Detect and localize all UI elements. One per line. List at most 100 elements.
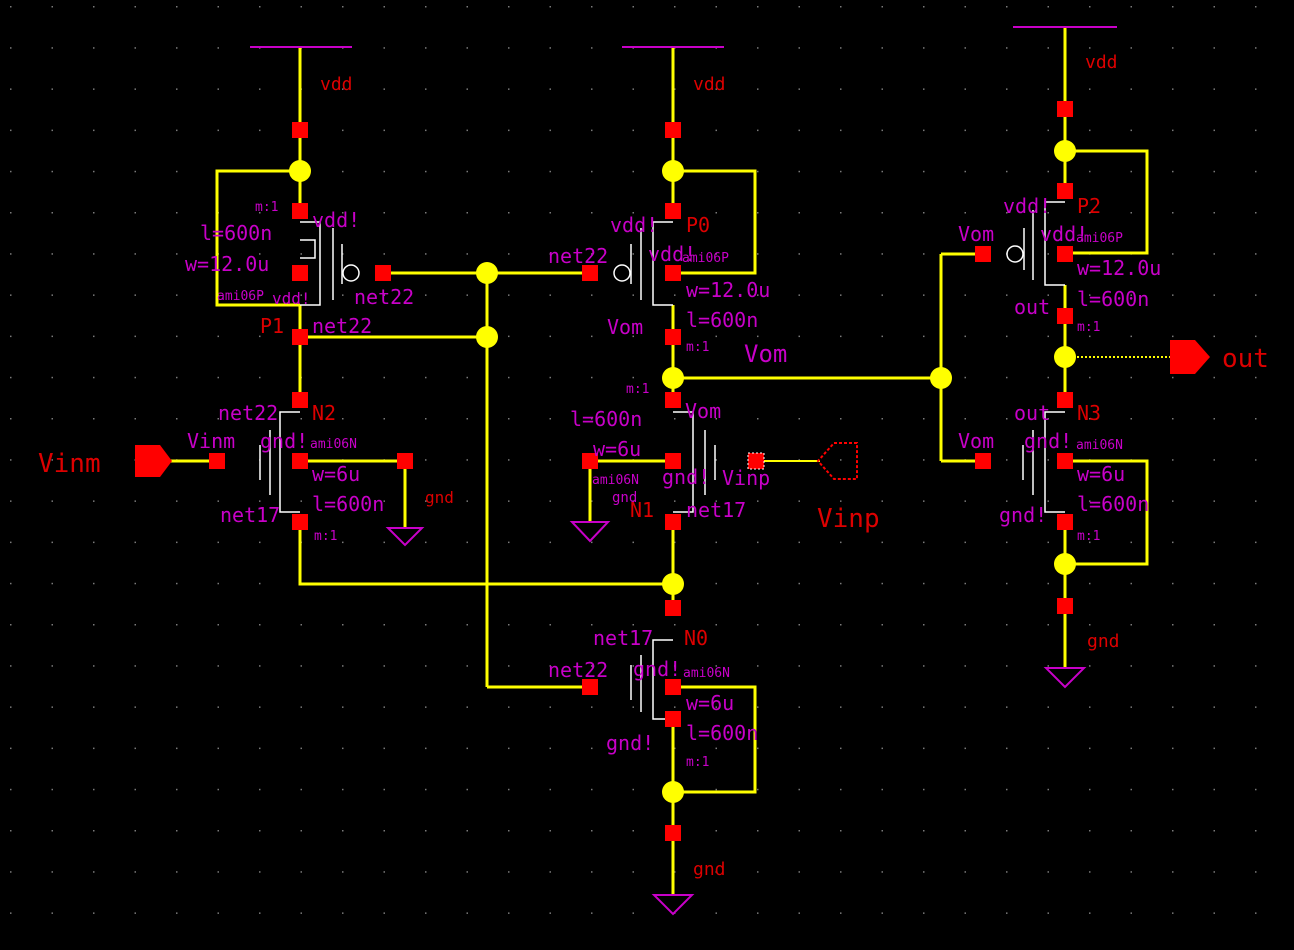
- pin-square[interactable]: [665, 514, 681, 530]
- pin-square[interactable]: [665, 679, 681, 695]
- grid-dot: [798, 335, 800, 338]
- grid-dot: [1172, 459, 1174, 461]
- pin-square[interactable]: [292, 514, 308, 530]
- grid-dot: [342, 170, 344, 173]
- grid-dot: [840, 541, 842, 544]
- pin-square[interactable]: [665, 392, 681, 408]
- pin-square[interactable]: [1057, 101, 1073, 117]
- pin-square[interactable]: [292, 392, 308, 408]
- vinp-pin-icon[interactable]: [816, 442, 858, 480]
- pin-square[interactable]: [1057, 183, 1073, 199]
- pin-square[interactable]: [292, 122, 308, 138]
- gnd-label: gnd: [1087, 631, 1120, 652]
- pin-square[interactable]: [665, 203, 681, 219]
- grid-dot: [757, 253, 759, 255]
- grid-dot: [93, 830, 95, 832]
- out-pin-icon[interactable]: [1170, 340, 1210, 374]
- grid-dot: [93, 170, 95, 173]
- grid-dot: [549, 624, 551, 626]
- grid-dot: [508, 706, 510, 708]
- grid-dot: [1213, 418, 1215, 420]
- n0-gate: net22: [548, 658, 608, 682]
- grid-dot: [1130, 582, 1132, 585]
- grid-dot: [383, 500, 385, 502]
- grid-dot: [342, 665, 344, 667]
- grid-dot: [1047, 294, 1049, 296]
- pin-square[interactable]: [1057, 453, 1073, 469]
- n1-bulk2: gnd: [612, 490, 637, 506]
- grid-dot: [176, 253, 178, 255]
- p2-src: vdd!: [1040, 222, 1088, 246]
- pin-square[interactable]: [375, 265, 391, 281]
- grid-dot: [591, 912, 593, 914]
- pin-square[interactable]: [292, 265, 308, 281]
- pin-square[interactable]: [665, 825, 681, 841]
- grid-dot: [964, 294, 966, 296]
- grid-dot: [1047, 582, 1049, 585]
- grid-dot: [674, 500, 676, 502]
- grid-dot: [591, 129, 593, 132]
- grid-dot: [715, 665, 717, 667]
- grid-dot: [840, 500, 842, 502]
- grid-dot: [1089, 376, 1091, 379]
- grid-dot: [1089, 88, 1091, 90]
- grid-dot: [176, 747, 178, 750]
- vinm-pin-icon[interactable]: [135, 445, 172, 477]
- pin-square[interactable]: [292, 329, 308, 345]
- grid-dot: [508, 253, 510, 255]
- pin-square[interactable]: [1057, 246, 1073, 262]
- pin-square[interactable]: [582, 679, 598, 695]
- n3-gate: Vom: [958, 429, 994, 453]
- grid-dot: [1255, 459, 1257, 461]
- grid-dot: [549, 747, 551, 750]
- grid-dot: [176, 6, 178, 8]
- grid-dot: [1172, 624, 1174, 626]
- grid-dot: [840, 582, 842, 585]
- pin-square[interactable]: [1057, 514, 1073, 530]
- grid-dot: [51, 47, 53, 49]
- grid-dot: [840, 706, 842, 708]
- pin-square[interactable]: [582, 265, 598, 281]
- pin-square[interactable]: [582, 453, 598, 469]
- pin-square[interactable]: [975, 453, 991, 469]
- grid-dot: [1006, 129, 1008, 132]
- grid-dot: [549, 212, 551, 214]
- pin-square[interactable]: [397, 453, 413, 469]
- grid-dot: [1006, 376, 1008, 379]
- n1-l: l=600n: [570, 407, 642, 431]
- pin-square[interactable]: [292, 203, 308, 219]
- grid-dot: [1047, 212, 1049, 214]
- supply-symbols: [250, 26, 1117, 916]
- grid-dot: [549, 830, 551, 832]
- pin-square[interactable]: [1057, 308, 1073, 324]
- grid-dot: [549, 294, 551, 296]
- grid-dot: [1130, 88, 1132, 90]
- junctions: [289, 140, 1076, 803]
- pin-square[interactable]: [665, 600, 681, 616]
- grid-dot: [964, 747, 966, 750]
- grid-dot: [715, 500, 717, 502]
- grid-dot: [923, 47, 925, 49]
- pin-square[interactable]: [665, 329, 681, 345]
- pin-square[interactable]: [665, 265, 681, 281]
- grid-dot: [1172, 747, 1174, 750]
- grid-dot: [425, 47, 427, 49]
- grid-dot: [134, 541, 136, 544]
- pin-square[interactable]: [975, 246, 991, 262]
- pin-square[interactable]: [665, 711, 681, 727]
- pin-square[interactable]: [1057, 598, 1073, 614]
- pin-square[interactable]: [747, 452, 765, 470]
- pin-square[interactable]: [209, 453, 225, 469]
- grid-dot: [176, 706, 178, 708]
- grid-dot: [964, 170, 966, 173]
- grid-dot: [591, 706, 593, 708]
- pin-square[interactable]: [1057, 392, 1073, 408]
- grid-dot: [134, 212, 136, 214]
- grid-dot: [93, 129, 95, 132]
- grid-dot: [591, 788, 593, 791]
- p0-bulk: vdd!: [610, 213, 658, 237]
- grid-dot: [134, 418, 136, 420]
- pin-square[interactable]: [292, 453, 308, 469]
- pin-square[interactable]: [665, 122, 681, 138]
- pin-square[interactable]: [665, 453, 681, 469]
